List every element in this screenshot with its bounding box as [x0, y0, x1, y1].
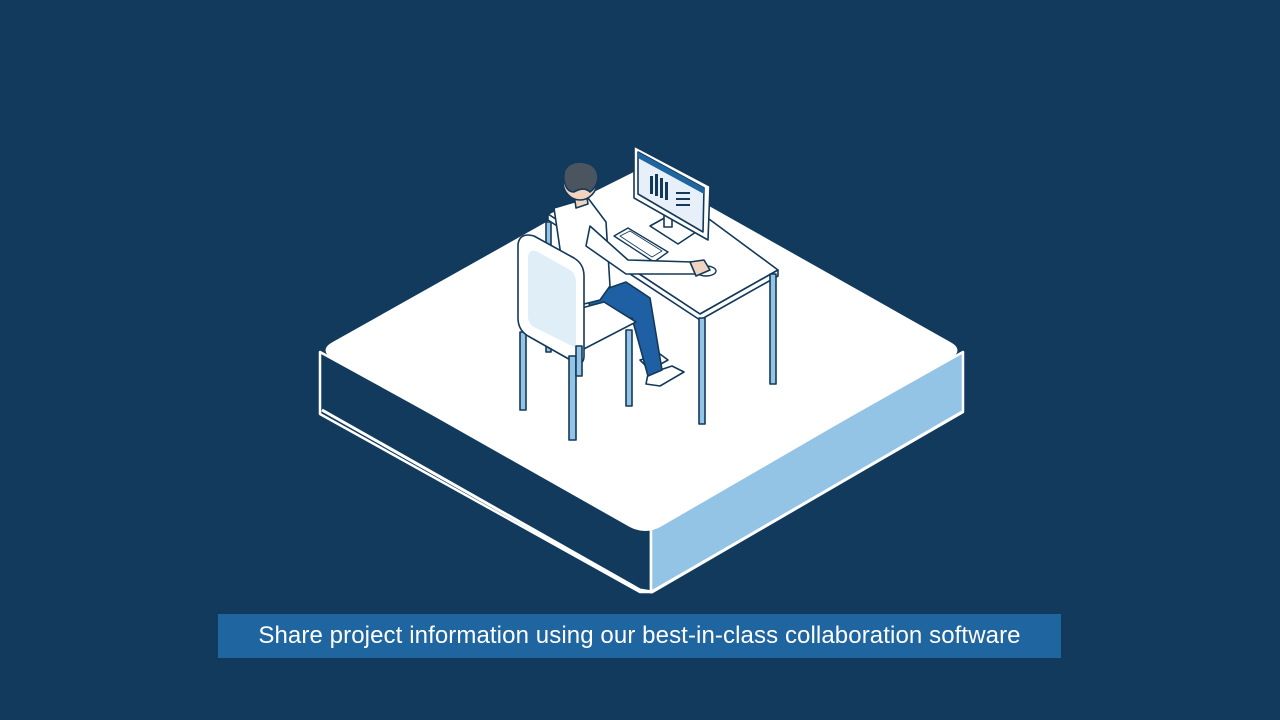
caption-text: Share project information using our best…	[258, 622, 1021, 649]
chair-icon	[517, 234, 637, 441]
keyboard-icon	[613, 227, 669, 263]
caption-banner: Share project information using our best…	[218, 614, 1061, 658]
monitor-icon	[633, 145, 711, 245]
